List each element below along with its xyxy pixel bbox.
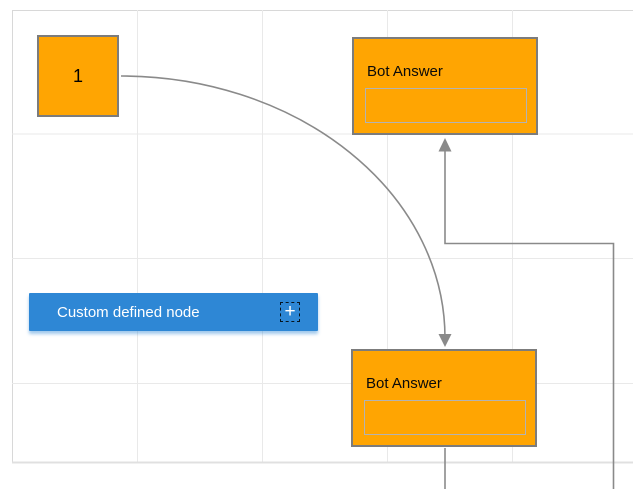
arrowhead-up-icon (438, 138, 452, 152)
bot-answer-node-bottom[interactable]: Bot Answer (351, 349, 537, 447)
start-node-label: 1 (72, 65, 83, 86)
add-icon[interactable]: + (280, 302, 300, 322)
start-node[interactable]: 1 (37, 35, 119, 117)
connector-curved[interactable] (120, 75, 452, 347)
bot-answer-input[interactable] (364, 400, 526, 435)
custom-node-button[interactable]: Custom defined node + (29, 293, 318, 331)
bot-answer-title: Bot Answer (366, 375, 442, 392)
custom-node-label: Custom defined node (57, 303, 200, 321)
connector-curved-path[interactable] (120, 75, 446, 339)
bot-answer-title: Bot Answer (367, 63, 443, 80)
arrowhead-down-icon (438, 334, 452, 347)
connector-orthogonal-path[interactable] (444, 151, 615, 489)
connector-orthogonal[interactable] (438, 138, 615, 489)
bot-answer-input[interactable] (365, 88, 527, 123)
bot-answer-node-top[interactable]: Bot Answer (352, 37, 538, 135)
